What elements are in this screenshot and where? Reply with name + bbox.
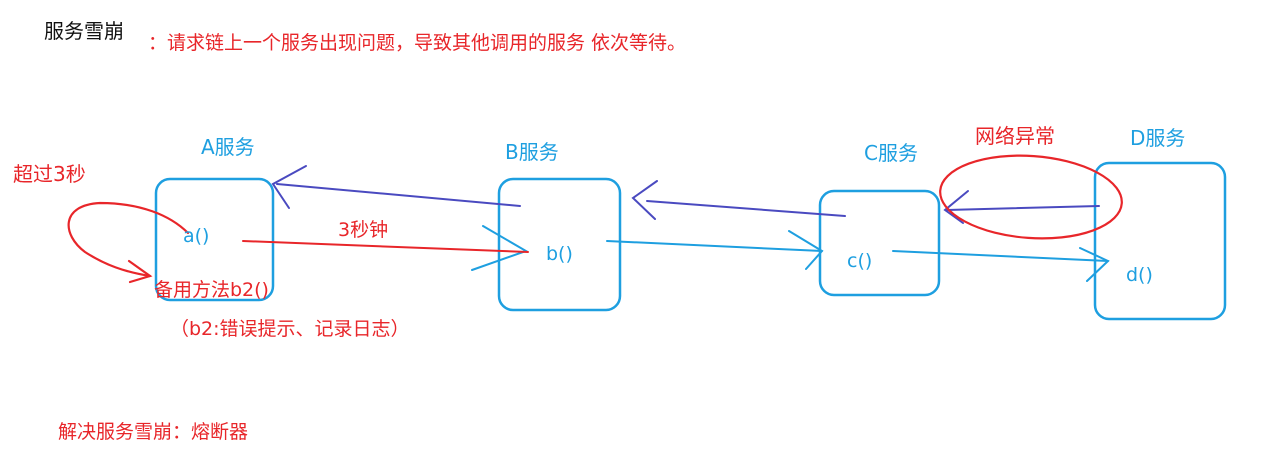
timeout-label: 超过3秒 [13, 162, 86, 186]
three-seconds-label: 3秒钟 [338, 219, 389, 241]
call-b-to-c-arrow [606, 230, 824, 270]
method-d: d() [1126, 264, 1153, 286]
service-a-label: A服务 [201, 135, 255, 159]
service-c-box [818, 189, 941, 297]
return-d-to-c-arrow [943, 190, 1100, 224]
fallback-method-label: 备用方法b2() [154, 279, 269, 301]
method-b: b() [546, 243, 573, 265]
heading-definition: ：请求链上一个服务出现问题，导致其他调用的服务 依次等待。 [148, 32, 687, 54]
return-c-to-b-arrow [631, 180, 846, 220]
return-b-to-a-arrow [271, 165, 521, 209]
service-d-box [1093, 161, 1227, 321]
service-a-box [154, 177, 275, 302]
service-c-label: C服务 [864, 141, 918, 165]
network-error-circle [939, 154, 1123, 240]
call-c-to-d-arrow [892, 247, 1110, 282]
timeout-curve-arrow [67, 201, 190, 284]
solution-label: 解决服务雪崩：熔断器 [58, 421, 249, 443]
service-b-label: B服务 [505, 140, 559, 164]
method-a: a() [183, 225, 210, 247]
heading-term: 服务雪崩 [44, 19, 124, 43]
network-error-label: 网络异常 [975, 124, 1055, 148]
service-b-box [497, 177, 622, 312]
fallback-description: （b2:错误提示、记录日志） [170, 318, 410, 340]
service-d-label: D服务 [1130, 126, 1186, 150]
call-a-to-b-line [242, 240, 529, 253]
method-c: c() [847, 250, 873, 272]
